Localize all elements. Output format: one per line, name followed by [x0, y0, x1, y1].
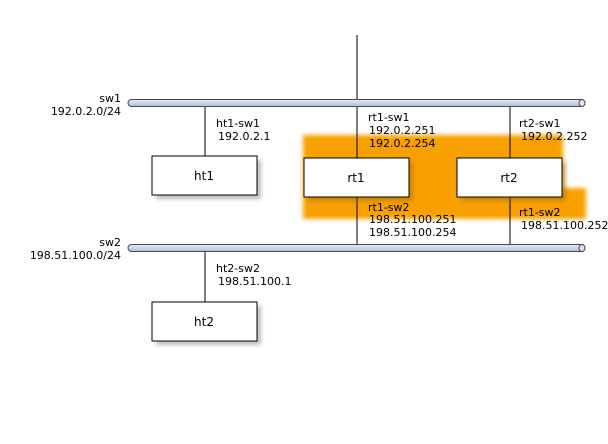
rt1-sw2-if-addr2: 198.51.100.254 — [369, 226, 456, 239]
node-label-rt2: rt2 — [500, 171, 517, 185]
ht2-sw2-if-name: ht2-sw2 — [216, 262, 260, 275]
rt2-sw2-if-name: rt1-sw2 — [519, 206, 561, 219]
sw1-subnet: 192.0.2.0/24 — [51, 105, 121, 118]
rt2-sw1-if-addr: 192.0.2.252 — [521, 130, 587, 143]
node-rt2[interactable]: rt2 — [456, 157, 566, 201]
node-label-ht2: ht2 — [194, 315, 214, 329]
node-label-rt1: rt1 — [347, 171, 364, 185]
ht1-sw1-if-addr: 192.0.2.1 — [218, 130, 270, 143]
node-ht1[interactable]: ht1 — [151, 155, 261, 199]
sw1-name: sw1 — [99, 92, 121, 105]
rt1-sw2-if-addr1: 198.51.100.251 — [369, 213, 456, 226]
sw2-name: sw2 — [99, 236, 121, 249]
rt1-sw1-if-name: rt1-sw1 — [368, 111, 410, 124]
node-rt1[interactable]: rt1 — [303, 157, 413, 201]
sw2-bus[interactable] — [127, 244, 586, 252]
ht2-sw2-if-addr: 198.51.100.1 — [218, 275, 291, 288]
sw1-bus[interactable] — [127, 99, 586, 107]
rt1-sw1-if-addr1: 192.0.2.251 — [369, 124, 435, 137]
rt2-sw1-if-name: rt2-sw1 — [519, 117, 561, 130]
node-label-ht1: ht1 — [194, 169, 214, 183]
ht1-sw1-if-name: ht1-sw1 — [216, 117, 260, 130]
rt1-sw2-if-name: rt1-sw2 — [368, 201, 410, 214]
rt1-sw1-if-addr2: 192.0.2.254 — [369, 137, 435, 150]
sw2-subnet: 198.51.100.0/24 — [30, 249, 121, 262]
node-ht2[interactable]: ht2 — [151, 301, 261, 345]
rt2-sw2-if-addr: 198.51.100.252 — [521, 219, 608, 232]
